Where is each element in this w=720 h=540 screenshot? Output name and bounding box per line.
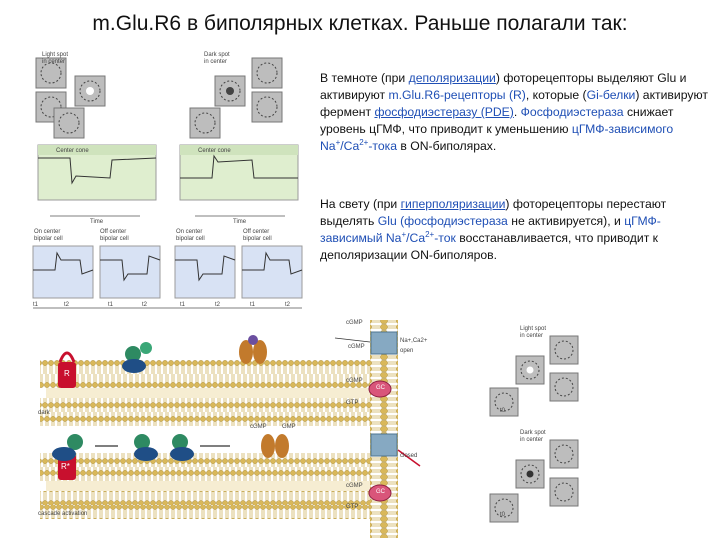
label-gtp: GTP [346,400,359,406]
pde-dark [239,335,267,364]
label-closed: closed [400,453,418,459]
link-hyperpolarization[interactable]: гиперполяризации [400,197,506,211]
label-R: R [64,369,70,378]
g-protein-active-2 [134,434,158,461]
paragraph-light: На свету (при гиперполяризации) фотореце… [320,196,712,264]
superscript: 2+ [359,137,369,147]
link-depolarization[interactable]: деполяризации [408,71,496,85]
highlight-current: /Ca [406,231,426,245]
highlight-pde: Фосфодиэстераза [520,105,624,119]
stimulus-light-spot [35,57,106,139]
bipolar-off-left [99,245,161,299]
label-camp: cGMP [250,424,267,430]
label-t0: t0 [500,408,506,414]
plasma-membrane [370,320,398,538]
highlight-current: /Ca [340,139,360,153]
label-time-right: Time [233,219,247,225]
text-span: в ON-биполярах. [397,139,497,153]
label-t1: t1 [33,302,39,308]
label-cascade: cascade activation [38,511,88,517]
label-t2: t2 [64,302,70,308]
label-gmp: GMP [282,424,296,430]
label-gtp-bottom: GTP [346,504,359,510]
g-protein-active-3 [170,434,194,461]
label-gc-lower: GC [376,489,385,495]
label-t2c: t2 [215,302,221,308]
superscript: + [401,229,407,239]
pde-active [261,434,289,458]
label-time: Time [90,219,104,225]
stimulus-dark-right [489,439,579,523]
text-span: ) активируют фермент [320,88,708,119]
g-protein-dark [122,342,152,373]
receptor-dark [58,351,76,388]
text-span: , которые ( [525,88,587,102]
label-off-bipolar-right: Off center bipolar cell [243,229,272,242]
text-span: . [513,105,521,119]
label-center-cone-right: Center cone [198,148,231,154]
highlight-current: цГМФ-зависимый Na [320,214,661,245]
label-t2d: t2 [285,302,291,308]
paragraph-dark: В темноте (при деполяризации) фоторецепт… [320,70,712,155]
disk-cascade [40,453,370,519]
label-center-cone: Center cone [56,148,89,154]
highlight-receptor: m.Glu.R6-рецепторы (R) [388,88,526,102]
label-na-ca: Na+,Ca2+ [400,338,428,344]
label-on-bipolar-right: On center bipolar cell [176,229,205,242]
bipolar-on-left [32,245,94,299]
text-span: снижает уровень цГМФ, что приводит к уме… [320,105,674,136]
label-open: open [400,348,414,354]
label-t2b: t2 [142,302,148,308]
label-light-spot: Light spot in center [42,52,69,65]
highlight-current: цГМФ-зависимого Na [320,122,674,153]
label-cgmp-top: cGMP [346,320,363,326]
cone-response-left [37,144,157,201]
label-t1d: t1 [250,302,256,308]
text-span: восстанавливается, что приводит к деполя… [320,231,659,262]
text-span: не активируется), и [507,214,625,228]
label-Rstar: R* [61,462,70,471]
superscript: 2+ [425,229,435,239]
disk-dark [40,360,370,426]
gc-upper [368,380,392,398]
text-span: ) фоторецепторы выделяют Glu и активирую… [320,71,687,102]
highlight-current: -ток [434,231,456,245]
highlight-gi: Gi-белки [586,88,636,102]
superscript: + [335,137,341,147]
label-cgmp-bottom: cGMP [346,483,363,489]
label-cgmp-mid: cGMP [348,344,365,350]
label-t1c: t1 [180,302,186,308]
gc-lower [368,484,392,502]
text-span: ) фоторецепторы перестают выделять [320,197,667,228]
highlight-current: -тока [368,139,398,153]
label-t1b: t1 [108,302,114,308]
stimulus-light-right [489,335,579,417]
label-dark-spot-right: Dark spot in center [520,430,546,443]
label-dark: dark [38,410,50,416]
text-span: В темноте (при [320,71,409,85]
g-protein-active-1 [52,434,83,461]
cone-response-right [179,144,299,201]
label-dark-spot: Dark spot in center [204,52,230,65]
figure-cascade [40,320,579,538]
figure-receptive-field [32,57,303,309]
label-on-bipolar: On center bipolar cell [34,229,63,242]
arrow-cgmp [334,337,371,343]
stimulus-dark-spot [189,57,283,139]
label-t0-bottom: t0 [500,512,506,518]
link-pde[interactable]: фосфодиэстеразу (PDE) [374,105,514,119]
label-light-spot-right: Light spot in center [520,326,547,339]
highlight-glu: Glu (фосфодиэстераза [377,214,508,228]
bipolar-off-right [241,245,303,299]
label-off-bipolar: Off center bipolar cell [100,229,129,242]
text-span: На свету (при [320,197,401,211]
channel-closed [370,433,398,457]
channel-open [370,331,398,355]
label-cgmp-low: cGMP [346,378,363,384]
label-gc-upper: GC [376,385,385,391]
page-title: m.Glu.R6 в биполярных клетках. Раньше по… [92,12,628,35]
bipolar-on-right [174,245,236,299]
red-arrow-closed [397,449,421,467]
